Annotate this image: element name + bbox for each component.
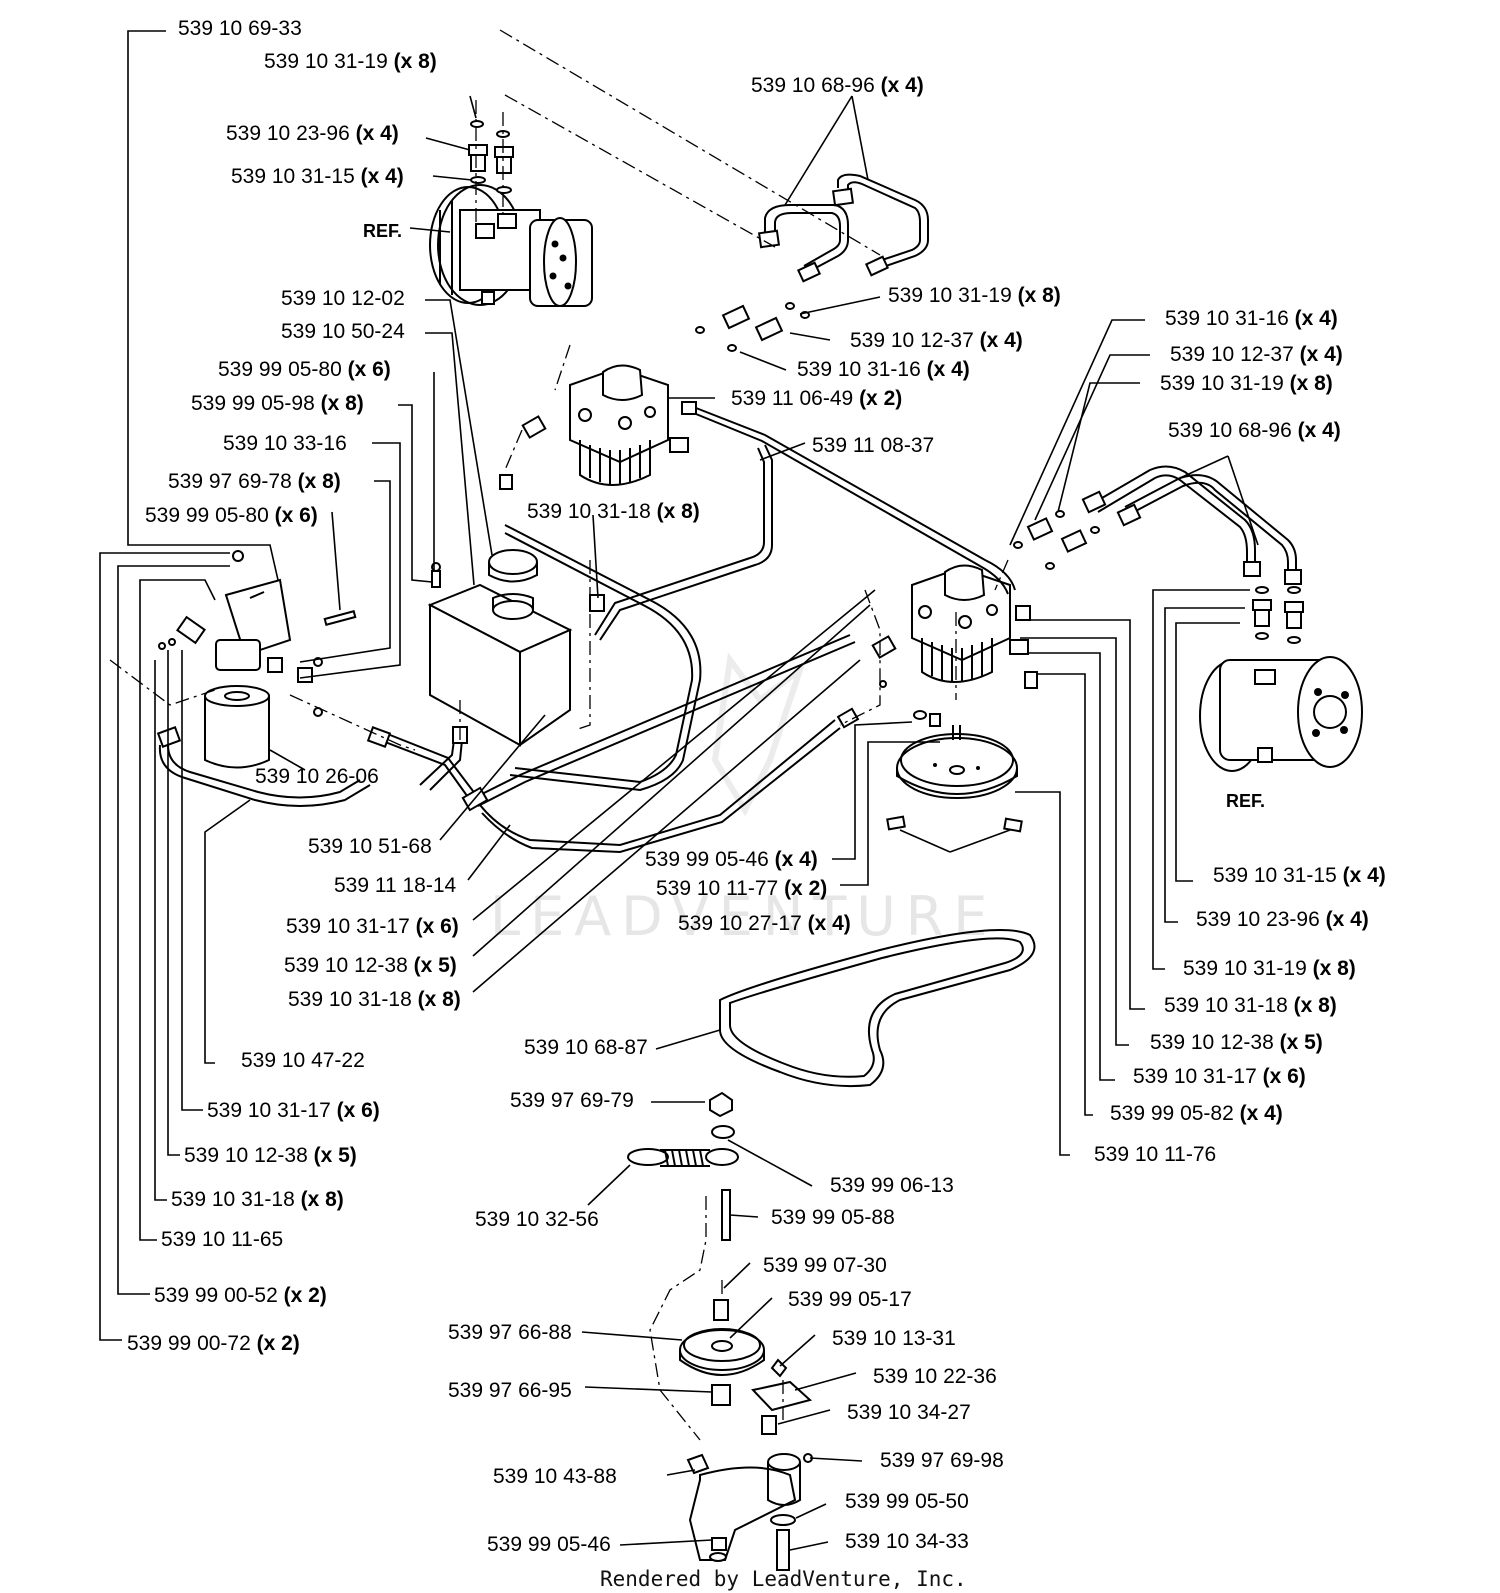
callout-label: 539 10 31-15 (x 4) (231, 165, 404, 188)
tube-assembly-upper (757, 173, 929, 283)
callout-label: 539 10 31-18 (x 8) (288, 988, 461, 1011)
right-pump (871, 564, 1031, 683)
callout-label: 539 10 68-96 (x 4) (751, 74, 924, 97)
hydraulic-reservoir (427, 549, 573, 747)
callout-label: 539 11 08-37 (812, 434, 934, 457)
callout-label: 539 10 33-16 (223, 432, 347, 455)
callout-label: 539 10 31-18 (x 8) (171, 1188, 344, 1211)
callout-label: 539 99 05-98 (x 8) (191, 392, 364, 415)
callout-label: 539 10 12-37 (x 4) (1170, 343, 1343, 366)
callout-label: 539 99 06-13 (830, 1174, 954, 1197)
callout-label: 539 10 32-56 (475, 1208, 599, 1231)
callout-label: 539 10 12-02 (281, 287, 405, 310)
watermark-logo-icon (711, 652, 806, 817)
callout-label: 539 99 05-46 (x 4) (645, 848, 818, 871)
small-hardware (158, 562, 941, 727)
callout-label: 539 99 05-80 (x 6) (218, 358, 391, 381)
callout-label: 539 10 31-16 (x 4) (797, 358, 970, 381)
callout-label: 539 10 12-38 (x 5) (1150, 1031, 1323, 1054)
callout-label: 539 99 05-82 (x 4) (1110, 1102, 1283, 1125)
filter-assembly (176, 550, 313, 769)
idler-assembly (627, 1091, 813, 1571)
right-tube-assembly (1013, 465, 1302, 585)
callout-label: 539 10 34-27 (847, 1401, 971, 1424)
callout-label: 539 99 05-88 (771, 1206, 895, 1229)
callout-label: 539 99 00-52 (x 2) (154, 1284, 327, 1307)
callout-label: 539 10 51-68 (308, 835, 432, 858)
ref-mark: REF. (363, 221, 402, 241)
right-wheel-motor (1199, 586, 1363, 772)
callout-label: 539 10 26-06 (255, 765, 379, 788)
callout-label: 539 10 11-76 (1094, 1143, 1216, 1166)
callout-label: 539 97 69-78 (x 8) (168, 470, 341, 493)
callout-label: 539 10 12-37 (x 4) (850, 329, 1023, 352)
callout-label: 539 10 11-77 (x 2) (656, 877, 827, 900)
hydraulic-lines (156, 407, 1016, 854)
callout-label: 539 97 69-79 (510, 1089, 634, 1112)
callout-label: 539 97 69-98 (880, 1449, 1004, 1472)
callout-label: 539 10 31-19 (x 8) (1183, 957, 1356, 980)
callout-label: 539 99 05-46 (487, 1533, 611, 1556)
callout-label: 539 10 12-38 (x 5) (184, 1144, 357, 1167)
callout-label: 539 10 11-65 (161, 1228, 283, 1251)
callout-label: 539 11 18-14 (334, 874, 457, 897)
callout-label: 539 97 66-88 (448, 1321, 572, 1344)
callout-label: 539 10 47-22 (241, 1049, 365, 1072)
left-motor-fittings (468, 100, 514, 225)
callout-label: 539 10 50-24 (281, 320, 405, 343)
callout-label: 539 10 31-19 (x 8) (1160, 372, 1333, 395)
callout-label: 539 10 23-96 (x 4) (1196, 908, 1369, 931)
callout-label: 539 97 66-95 (448, 1379, 572, 1402)
leader-lines (99, 30, 1259, 1551)
callout-label: 539 10 31-15 (x 4) (1213, 864, 1386, 887)
left-wheel-motor (429, 184, 593, 307)
callout-label: 539 10 23-96 (x 4) (226, 122, 399, 145)
drive-belt (719, 929, 1036, 1088)
callout-label: 539 11 06-49 (x 2) (731, 387, 902, 410)
callout-label: 539 99 05-50 (845, 1490, 969, 1513)
callout-label: 539 10 31-17 (x 6) (207, 1099, 380, 1122)
callout-label: 539 10 68-87 (524, 1036, 648, 1059)
callout-label: 539 10 43-88 (493, 1465, 617, 1488)
callout-label: 539 10 12-38 (x 5) (284, 954, 457, 977)
callout-label: 539 99 07-30 (763, 1254, 887, 1277)
alignment-lines (109, 29, 1009, 1441)
callout-label: 539 10 31-18 (x 8) (1164, 994, 1337, 1017)
callout-label: 539 99 05-17 (788, 1288, 912, 1311)
callout-label: 539 10 31-16 (x 4) (1165, 307, 1338, 330)
center-pump (521, 364, 697, 486)
callout-label: 539 10 31-17 (x 6) (1133, 1065, 1306, 1088)
callout-label: 539 10 31-18 (x 8) (527, 500, 700, 523)
footer-credit: Rendered by LeadVenture, Inc. (600, 1567, 967, 1591)
upper-fittings (695, 302, 810, 352)
callout-label: 539 10 13-31 (832, 1327, 956, 1350)
callout-label: 539 10 69-33 (178, 17, 302, 40)
drive-pulley (886, 671, 1038, 833)
parts-drawing (109, 29, 1363, 1571)
callout-label: 539 99 05-80 (x 6) (145, 504, 318, 527)
callout-label: 539 10 31-19 (x 8) (888, 284, 1061, 307)
callout-label: 539 10 34-33 (845, 1530, 969, 1553)
callout-label: 539 10 68-96 (x 4) (1168, 419, 1341, 442)
watermark: LEADVENTURE (490, 885, 997, 948)
callout-labels: 539 10 69-33 539 10 31-19 (x 8) 539 10 2… (127, 17, 1386, 1556)
ref-mark: REF. (1226, 791, 1265, 811)
callout-label: 539 10 27-17 (x 4) (678, 912, 851, 935)
callout-label: 539 10 31-19 (x 8) (264, 50, 437, 73)
callout-label: 539 10 22-36 (873, 1365, 997, 1388)
callout-label: 539 99 00-72 (x 2) (127, 1332, 300, 1355)
callout-label: 539 10 31-17 (x 6) (286, 915, 459, 938)
